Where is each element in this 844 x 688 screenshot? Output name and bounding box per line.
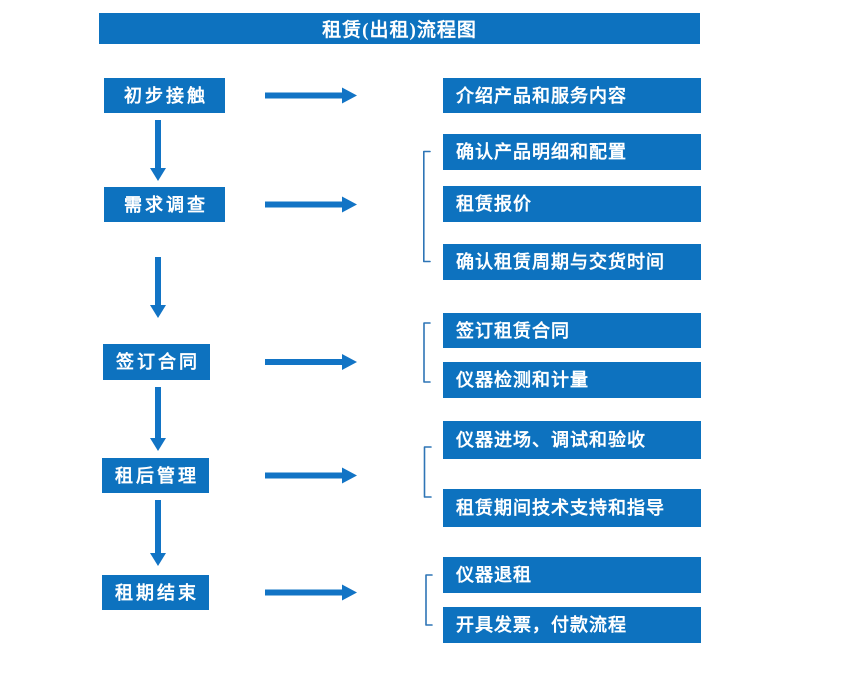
arrow-step1-to-step2 — [150, 120, 166, 181]
bracket-post-rental-details — [423, 446, 432, 498]
detail-box-instrument-return: 仪器退租 — [443, 557, 701, 593]
bracket-rental-end-details — [425, 574, 433, 626]
flowchart-title-bar: 租赁(出租)流程图 — [99, 13, 700, 44]
arrow-step3-to-step4 — [150, 387, 166, 451]
step-box-post-rental-management: 租后管理 — [102, 458, 209, 493]
arrow-step2-to-step3 — [150, 257, 166, 318]
arrow-step4-to-step5 — [150, 500, 166, 566]
step-box-initial-contact: 初步接触 — [104, 78, 225, 113]
detail-box-sign-rental-contract: 签订租赁合同 — [443, 313, 701, 348]
detail-box-instrument-testing-calibration: 仪器检测和计量 — [443, 362, 701, 398]
detail-box-instrument-entry-debug-acceptance: 仪器进场、调试和验收 — [443, 421, 701, 459]
detail-box-rental-period-tech-support: 租赁期间技术支持和指导 — [443, 489, 701, 527]
step-box-sign-contract: 签订合同 — [103, 344, 210, 380]
arrow-step1-to-detail — [265, 87, 357, 104]
arrow-step2-to-details — [265, 196, 357, 213]
detail-box-confirm-product-details-config: 确认产品明细和配置 — [443, 134, 701, 170]
detail-box-rental-quote: 租赁报价 — [443, 186, 701, 222]
arrow-step4-to-details — [265, 467, 357, 484]
step-box-rental-end: 租期结束 — [102, 575, 209, 610]
detail-box-introduce-products-services: 介绍产品和服务内容 — [443, 78, 701, 113]
flowchart-title: 租赁(出租)流程图 — [322, 20, 477, 41]
detail-box-invoice-payment-process: 开具发票，付款流程 — [443, 607, 701, 643]
bracket-sign-contract-details — [423, 322, 431, 383]
detail-box-confirm-rental-period-delivery: 确认租赁周期与交货时间 — [443, 244, 701, 280]
step-box-needs-survey: 需求调查 — [104, 187, 225, 222]
arrow-step3-to-details — [265, 354, 357, 370]
bracket-needs-survey-details — [423, 150, 431, 263]
arrow-step5-to-details — [265, 584, 357, 601]
